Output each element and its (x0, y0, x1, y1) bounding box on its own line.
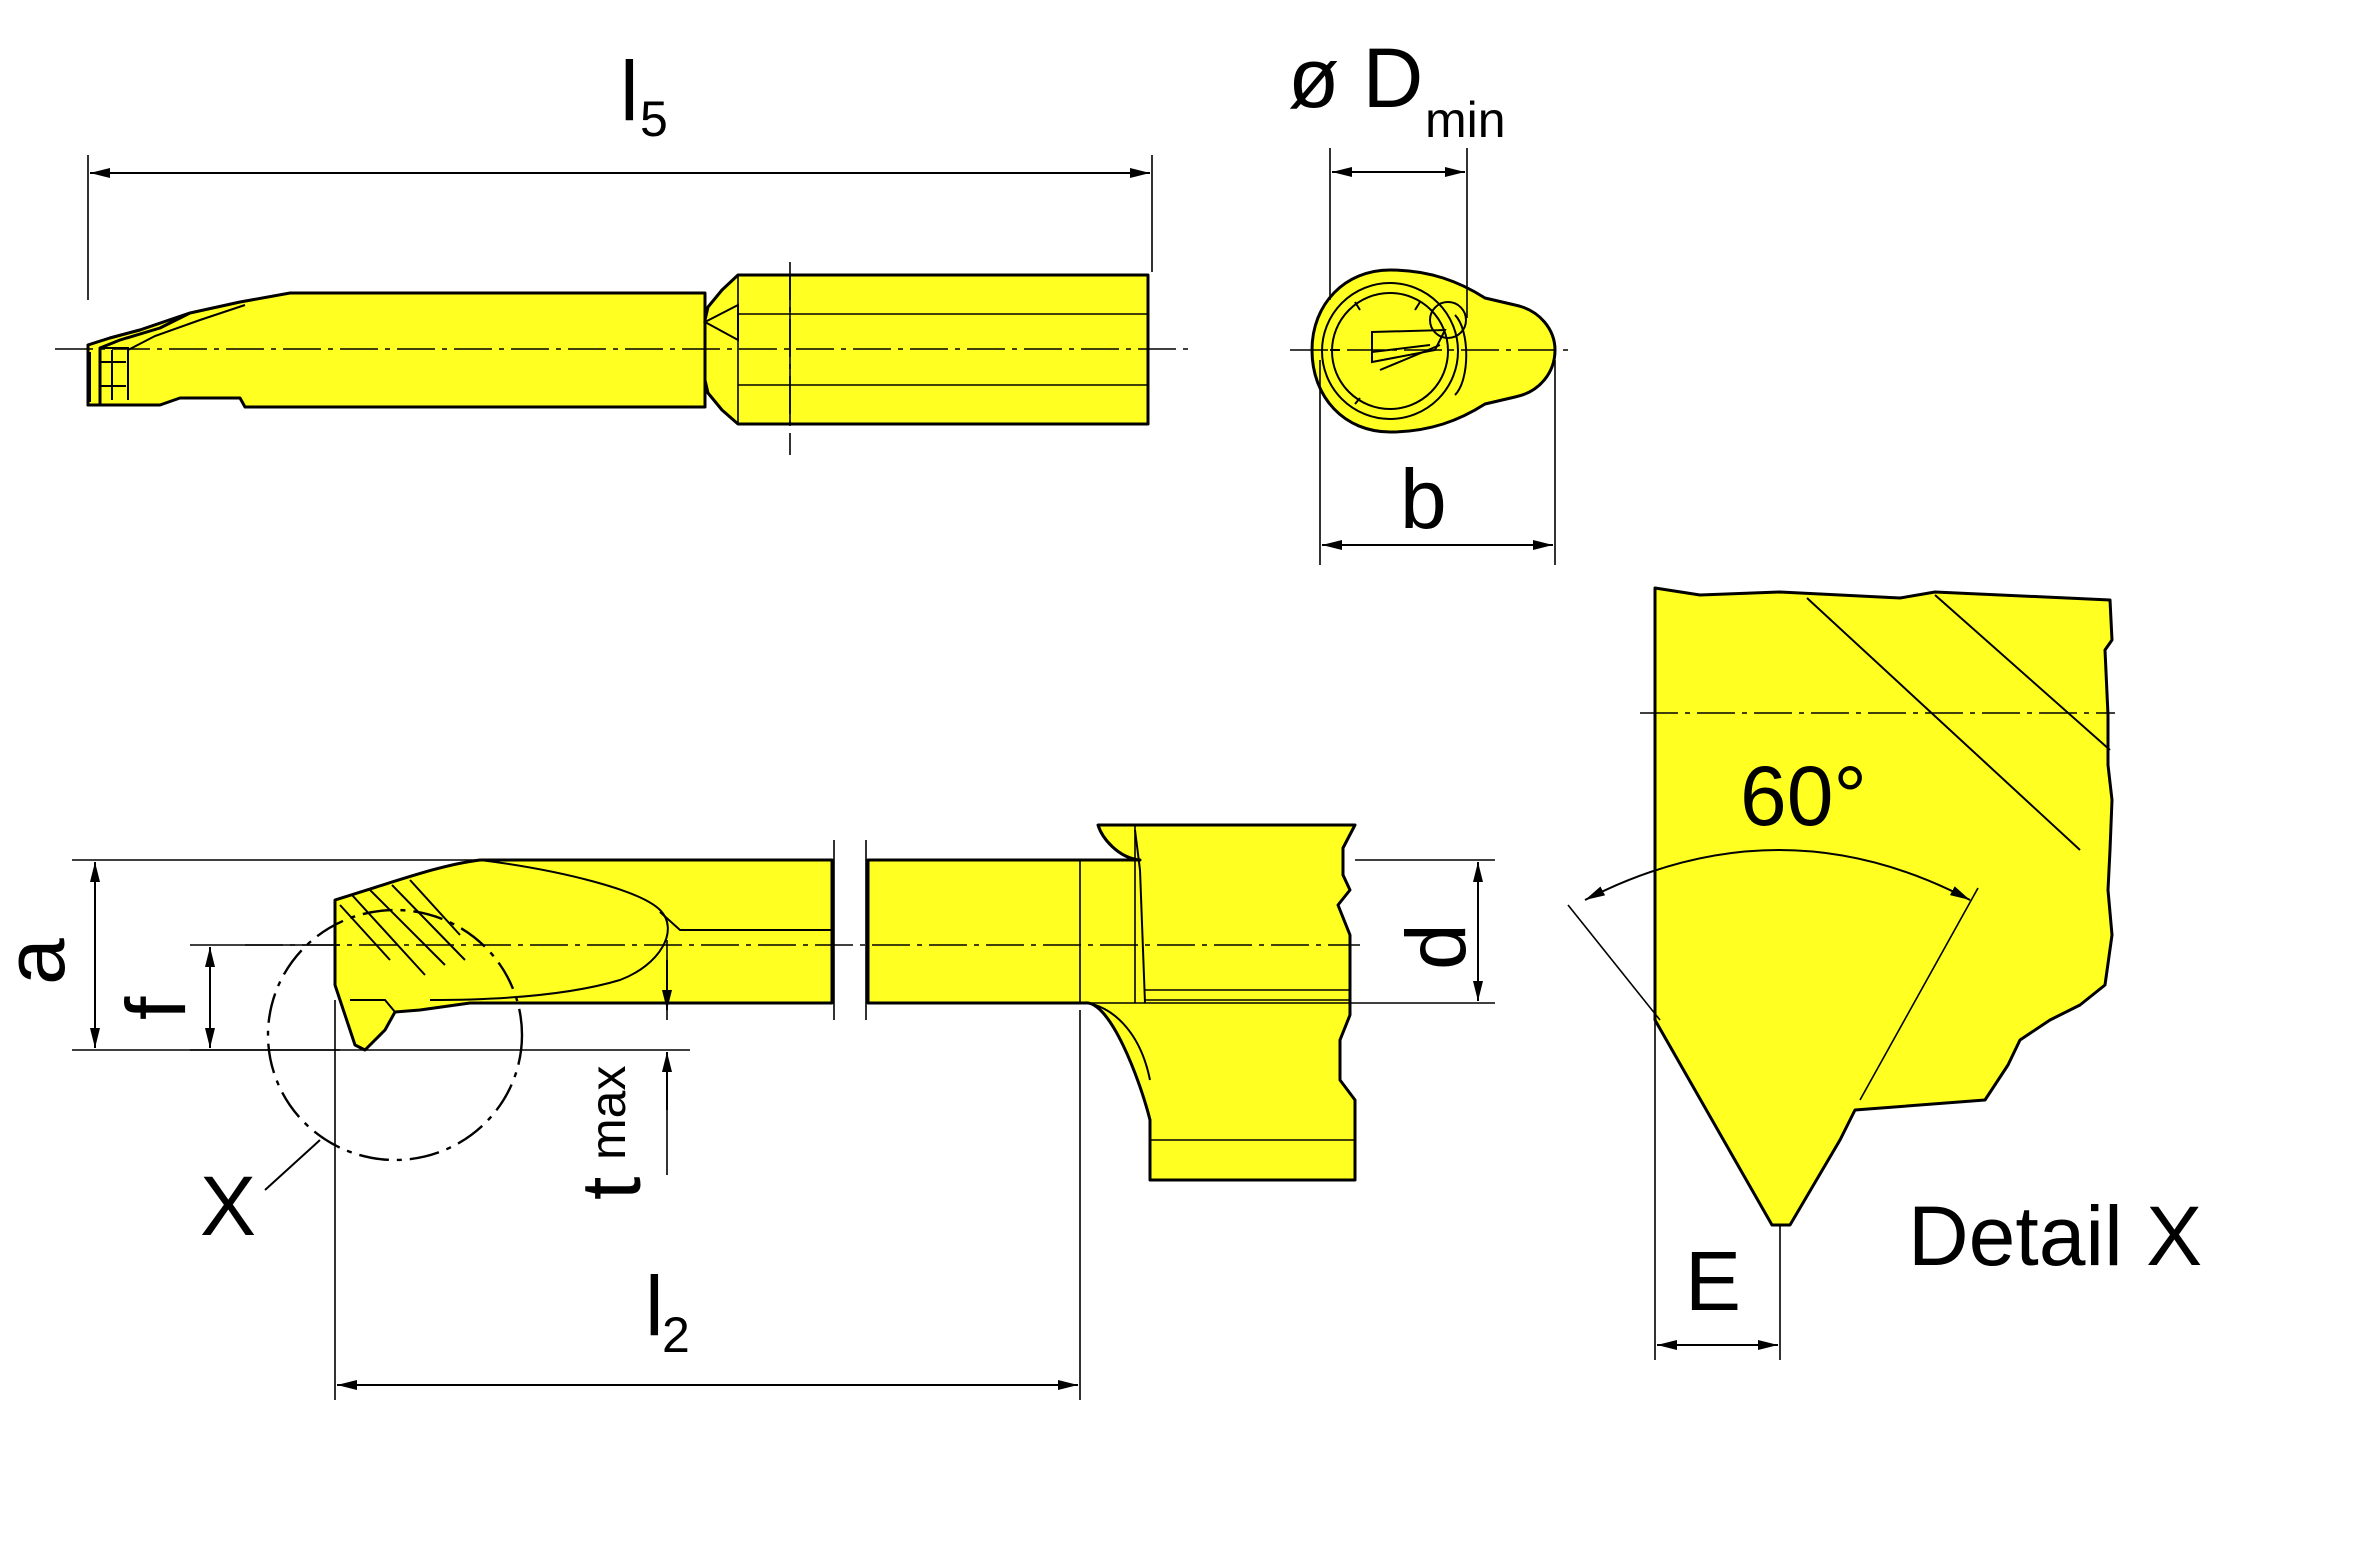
a-label: a (0, 938, 82, 985)
top-view: a f d t max X l 2 (0, 823, 1495, 1400)
tmax-label: t (564, 1177, 658, 1200)
detail-x-circle (266, 908, 524, 1162)
angle-label: 60° (1740, 749, 1867, 843)
end-view: ø D min b (1288, 31, 1570, 565)
x-label: X (200, 1159, 256, 1253)
tmax-subscript: max (580, 1066, 636, 1160)
side-view: l 5 (55, 44, 1190, 455)
l2-subscript: 2 (662, 1307, 690, 1363)
l5-label: l (620, 44, 639, 138)
l2-label: l (645, 1259, 664, 1353)
d-label: d (1389, 923, 1483, 970)
dmin-label: ø D (1288, 31, 1423, 125)
e-label: E (1685, 1234, 1741, 1328)
detail-title: Detail X (1908, 1189, 2202, 1283)
b-label: b (1400, 452, 1447, 546)
l5-subscript: 5 (640, 91, 668, 147)
tool-neck (86, 291, 707, 409)
detail-x-view: 60° E Detail X (1567, 586, 2202, 1360)
detail-tip-profile (1653, 586, 2114, 1227)
tool-tip (86, 311, 192, 407)
bar-left (333, 858, 834, 1052)
dmin-subscript: min (1425, 92, 1506, 148)
f-label: f (109, 996, 203, 1020)
